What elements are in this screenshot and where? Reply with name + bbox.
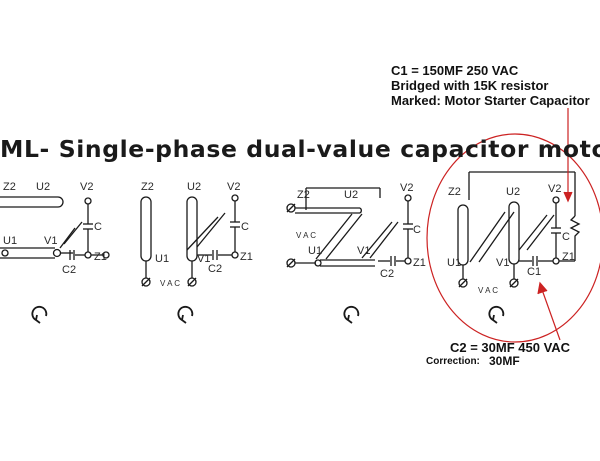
rotation-arrow-icon [177, 305, 194, 324]
label-z1: Z1 [562, 251, 575, 263]
label-v2: V2 [227, 181, 240, 193]
label-v1: V1 [357, 245, 370, 257]
label-z1: Z1 [413, 257, 426, 269]
label-z2: Z2 [3, 181, 16, 193]
label-v2: V2 [548, 183, 561, 195]
label-v1: V1 [197, 253, 210, 265]
marked-annotation: Marked: Motor Starter Capacitor [391, 93, 590, 108]
label-v2: V2 [400, 182, 413, 194]
rotation-arrow-icon [488, 305, 505, 324]
label-c2: C2 [208, 263, 222, 275]
label-u2: U2 [36, 181, 50, 193]
label-c2: C2 [62, 264, 76, 276]
label-c: C [94, 221, 102, 233]
rotation-arrow-icon [343, 305, 360, 324]
label-u2: U2 [187, 181, 201, 193]
diagram-3 [286, 187, 413, 268]
bridged-annotation: Bridged with 15K resistor [391, 78, 549, 93]
correction-label: Correction: [426, 356, 480, 367]
label-v1: V1 [44, 235, 57, 247]
label-z1: Z1 [240, 251, 253, 263]
label-c2: C2 [380, 268, 394, 280]
c2-annotation: C2 = 30MF 450 VAC [450, 340, 571, 355]
label-c: C [562, 231, 570, 243]
label-vac: V A C [296, 231, 316, 240]
c1-annotation: C1 = 150MF 250 VAC [391, 63, 519, 78]
label-u1: U1 [447, 257, 461, 269]
label-c1: C1 [527, 266, 541, 278]
label-u1: U1 [155, 253, 169, 265]
label-c: C [413, 224, 421, 236]
diagram-1 [0, 196, 110, 260]
highlight-circle [426, 133, 600, 343]
diagram-4 [457, 171, 581, 288]
label-c: C [241, 221, 249, 233]
label-v1: V1 [496, 257, 509, 269]
label-u2: U2 [344, 189, 358, 201]
label-z2: Z2 [141, 181, 154, 193]
label-vac: V A C [478, 286, 498, 295]
label-z2: Z2 [448, 186, 461, 198]
label-z2: Z2 [297, 189, 310, 201]
diagram-2 [140, 194, 240, 287]
label-u2: U2 [506, 186, 520, 198]
rotation-arrow-icon [31, 305, 48, 324]
label-v2: V2 [80, 181, 93, 193]
c2-arrow [539, 283, 561, 341]
page-title: ML- Single-phase dual-value capacitor mo… [0, 135, 600, 163]
label-z1: Z1 [94, 251, 107, 263]
label-vac: V A C [160, 279, 180, 288]
label-u1: U1 [3, 235, 17, 247]
label-u1: U1 [308, 245, 322, 257]
correction-value: 30MF [489, 354, 520, 368]
